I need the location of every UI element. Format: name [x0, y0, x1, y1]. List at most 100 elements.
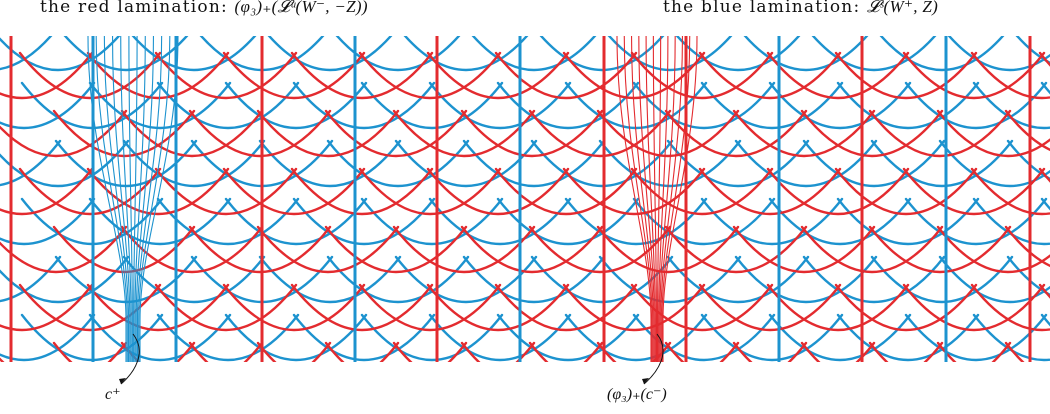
blue-lamination-leaf [836, 313, 980, 361]
blue-lamination-leaf [904, 197, 1048, 245]
blue-lamination-leaf [496, 313, 640, 361]
blue-lamination-leaf [267, 36, 393, 72]
red-lamination-leaf [732, 109, 876, 157]
blue-lamination-leaf [1006, 255, 1050, 296]
c-plus-fiber [134, 36, 146, 362]
blue-lamination-leaf [564, 197, 708, 245]
red-lamination-leaf [154, 167, 298, 215]
blue-lamination-caption-formula: 𝓛ˢ(W⁺, Z) [866, 0, 939, 16]
red-lamination-leaf [698, 283, 842, 331]
phi3-c-minus-fiber [659, 36, 676, 362]
blue-lamination-leaf [360, 313, 504, 361]
blue-lamination-leaf [700, 313, 844, 361]
blue-lamination-leaf [598, 139, 742, 187]
red-lamination-leaf [834, 51, 978, 100]
blue-lamination-leaf [224, 313, 368, 361]
blue-lamination-leaf [879, 36, 1005, 72]
red-lamination-leaf [800, 225, 944, 273]
red-lamination-leaf [460, 225, 604, 273]
blue-lamination-leaf [632, 81, 776, 129]
blue-lamination-leaf [811, 36, 937, 72]
red-lamination-leaf [970, 167, 1050, 215]
red-lamination-leaf [698, 167, 842, 215]
red-lamination-leaf [868, 109, 1012, 157]
red-lamination-leaf [290, 51, 434, 100]
red-lamination-leaf [358, 51, 502, 100]
blue-lamination-leaf [768, 313, 912, 361]
c-plus-fiber [136, 36, 163, 362]
red-lamination-leaf [324, 225, 468, 273]
red-lamination-leaf [222, 167, 366, 215]
c-plus-fiber [120, 36, 132, 362]
blue-lamination-leaf [836, 81, 980, 129]
phi3-c-minus-arrow-head [642, 378, 649, 384]
blue-lamination-leaf [666, 139, 810, 187]
blue-lamination-leaf [54, 255, 198, 303]
blue-lamination-leaf [607, 36, 733, 72]
blue-lamination-leaf [1040, 313, 1050, 327]
blue-lamination-leaf [0, 313, 96, 361]
blue-lamination-leaf [904, 81, 1048, 129]
blue-lamination-leaf [1040, 197, 1050, 211]
phi3-c-minus-fiber [660, 36, 684, 362]
blue-lamination-leaf [428, 81, 572, 129]
blue-arc-layer [0, 36, 1050, 361]
red-lamination-leaf [698, 51, 842, 100]
red-lamination-leaf [426, 167, 570, 215]
blue-lamination-leaf [292, 197, 436, 245]
phi3-c-minus-fiber [662, 36, 698, 362]
blue-lamination-leaf [1006, 139, 1050, 180]
phi3-c-minus-fiber [652, 36, 658, 362]
blue-lamination-leaf [938, 139, 1050, 187]
red-lamination-leaf [494, 51, 638, 100]
blue-lamination-leaf [768, 197, 912, 245]
blue-lamination-leaf [462, 255, 606, 303]
red-lamination-leaf [86, 283, 230, 331]
phi3-c-minus-fiber [630, 36, 654, 362]
red-lamination-leaf [664, 109, 808, 157]
blue-lamination-leaf [564, 313, 708, 361]
red-lamination-caption-lead: the red lamination: [40, 0, 228, 17]
blue-lamination-leaf [403, 36, 529, 72]
blue-lamination-leaf [258, 139, 402, 187]
blue-lamination-leaf [0, 139, 62, 187]
c-plus-fiber [128, 36, 133, 362]
c-plus-fiber [138, 36, 171, 362]
phi3-c-minus-label: (φ₃)₊(c⁻) [607, 386, 667, 403]
blue-lamination-leaf [0, 255, 130, 303]
blue-lamination-leaf [904, 313, 1048, 361]
blue-lamination-leaf [122, 139, 266, 187]
blue-lamination-leaf [88, 197, 232, 245]
blue-lamination-leaf [462, 139, 606, 187]
c-plus-arrow [120, 333, 140, 385]
red-lamination-leaf [902, 283, 1046, 331]
blue-lamination-leaf [700, 81, 844, 129]
blue-lamination-leaf [972, 81, 1050, 129]
red-lamination-leaf [766, 283, 910, 331]
red-lamination-leaf [154, 283, 298, 331]
blue-lamination-leaf [394, 255, 538, 303]
red-lamination-leaf [970, 51, 1050, 100]
blue-lamination-leaf [292, 313, 436, 361]
phi3-c-minus-fiber [623, 36, 653, 362]
blue-lamination-leaf [0, 36, 121, 72]
red-lamination-leaf [868, 225, 1012, 273]
blue-lamination-leaf [258, 255, 402, 303]
blue-lamination-leaf [836, 197, 980, 245]
red-lamination-leaf [222, 51, 366, 100]
phi3-c-minus-fiber [645, 36, 656, 362]
blue-lamination-leaf [0, 255, 62, 303]
phi3-c-minus-fiber [658, 36, 669, 362]
blue-lamination-leaf [224, 197, 368, 245]
blue-lamination-leaf [0, 81, 96, 129]
phi3-c-minus-fiber [616, 36, 652, 362]
red-lamination-leaf [18, 51, 162, 100]
red-lamination-leaf [86, 167, 230, 215]
red-lamination-leaf [426, 283, 570, 331]
red-lamination-leaf [0, 225, 128, 273]
blue-lamination-caption: the blue lamination: 𝓛ˢ(W⁺, Z) [663, 0, 938, 17]
red-lamination-leaf [154, 51, 298, 100]
blue-lamination-leaf [1015, 36, 1050, 64]
red-lamination-leaf [1004, 341, 1025, 362]
